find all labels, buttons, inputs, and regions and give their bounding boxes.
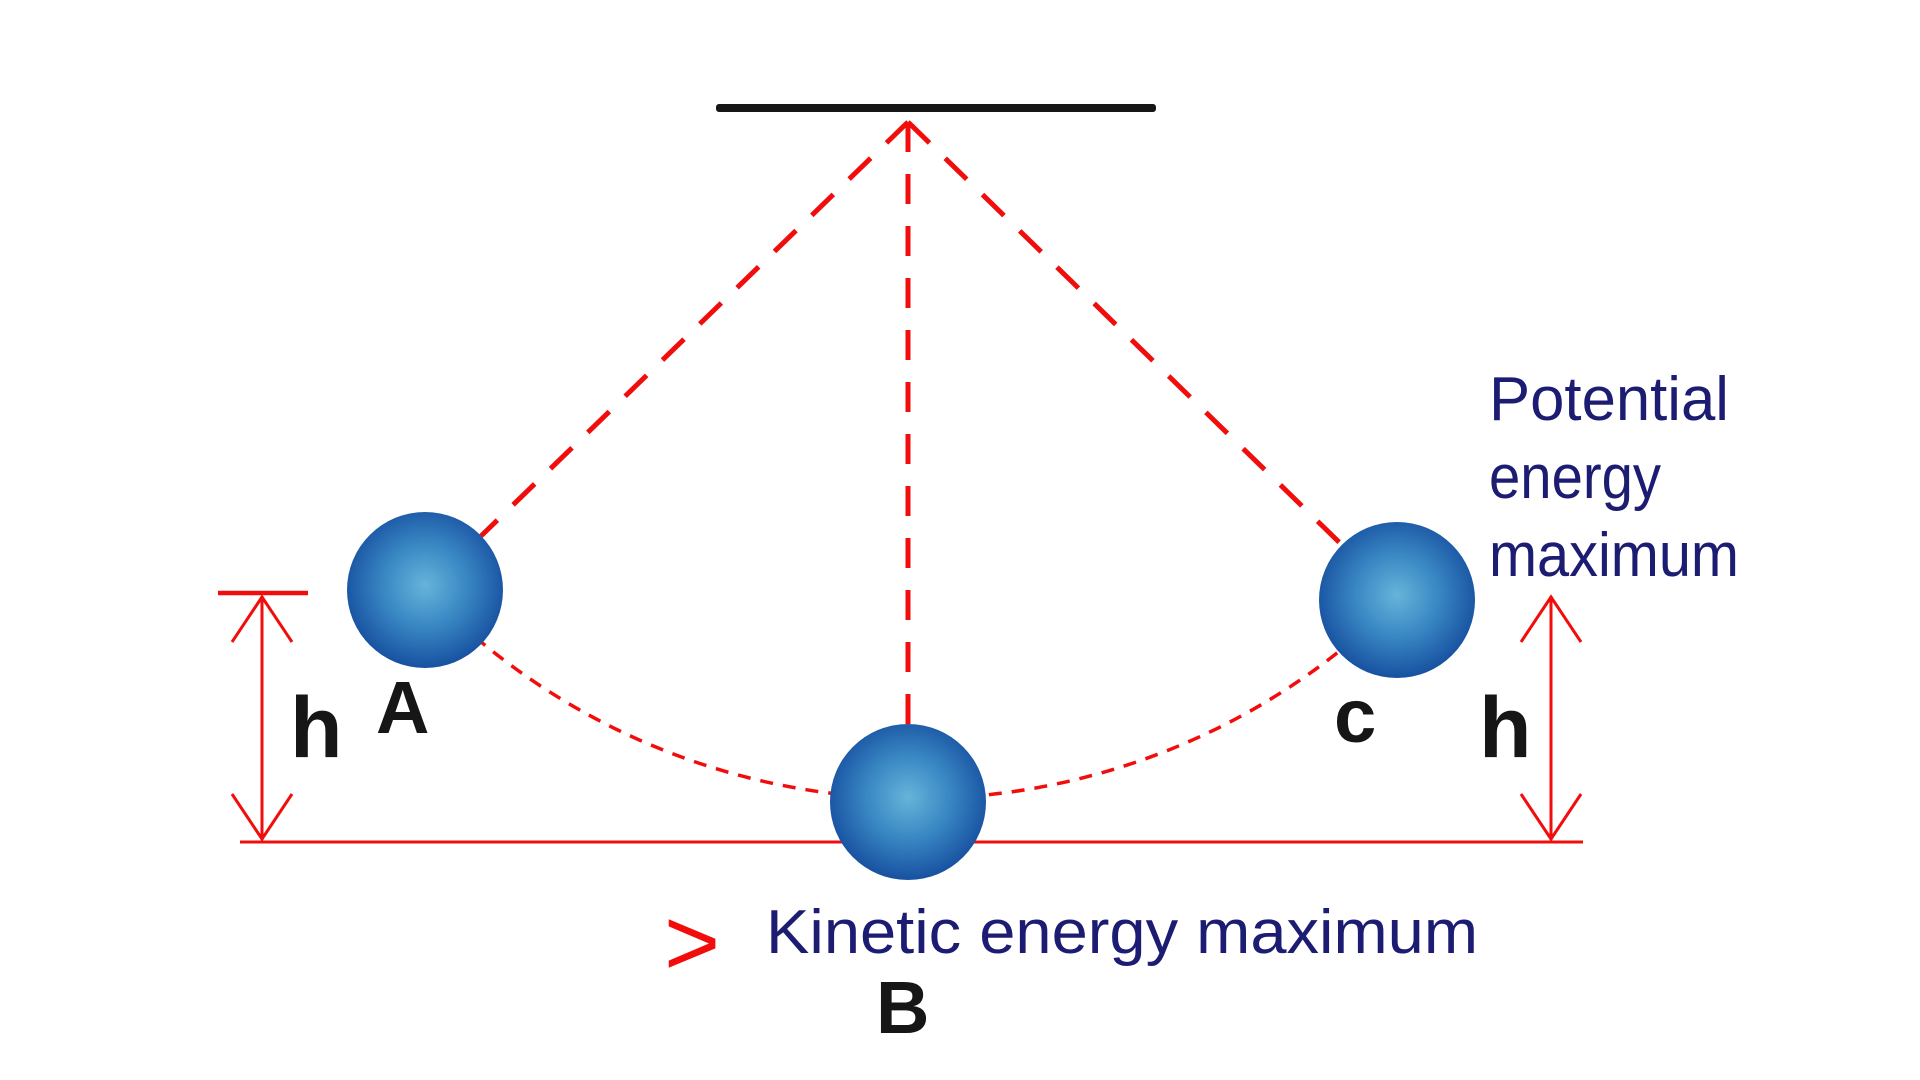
ball-b-label: B [876, 966, 929, 1049]
height-marker-right [1519, 594, 1583, 842]
string-to-ball-c [906, 120, 1344, 547]
potential-energy-caption-line2: energy [1489, 443, 1661, 512]
ball-c-label: c [1334, 674, 1376, 759]
kinetic-energy-caption: Kinetic energy maximum [766, 898, 1478, 967]
chevron-right-icon: > [664, 889, 720, 996]
potential-energy-caption-line3: maximum [1489, 521, 1739, 590]
height-label-right: h [1479, 680, 1532, 776]
ball-a-label: A [376, 666, 429, 749]
ball-a [347, 512, 503, 668]
height-label-left: h [290, 680, 343, 776]
arrowhead-up-icon [230, 594, 294, 643]
pivot-support-bar [716, 104, 1156, 112]
potential-energy-caption: Potential energy maximum [1489, 365, 1739, 590]
arrowhead-down-icon [1519, 793, 1583, 842]
height-marker-left [218, 590, 308, 842]
string-to-ball-a [479, 120, 910, 538]
pendulum-strings [479, 120, 1344, 724]
ball-c [1319, 522, 1475, 678]
arrowhead-up-icon [1519, 594, 1583, 643]
potential-energy-caption-line1: Potential [1489, 365, 1729, 434]
arrowhead-down-icon [230, 793, 294, 842]
ball-b [830, 724, 986, 880]
